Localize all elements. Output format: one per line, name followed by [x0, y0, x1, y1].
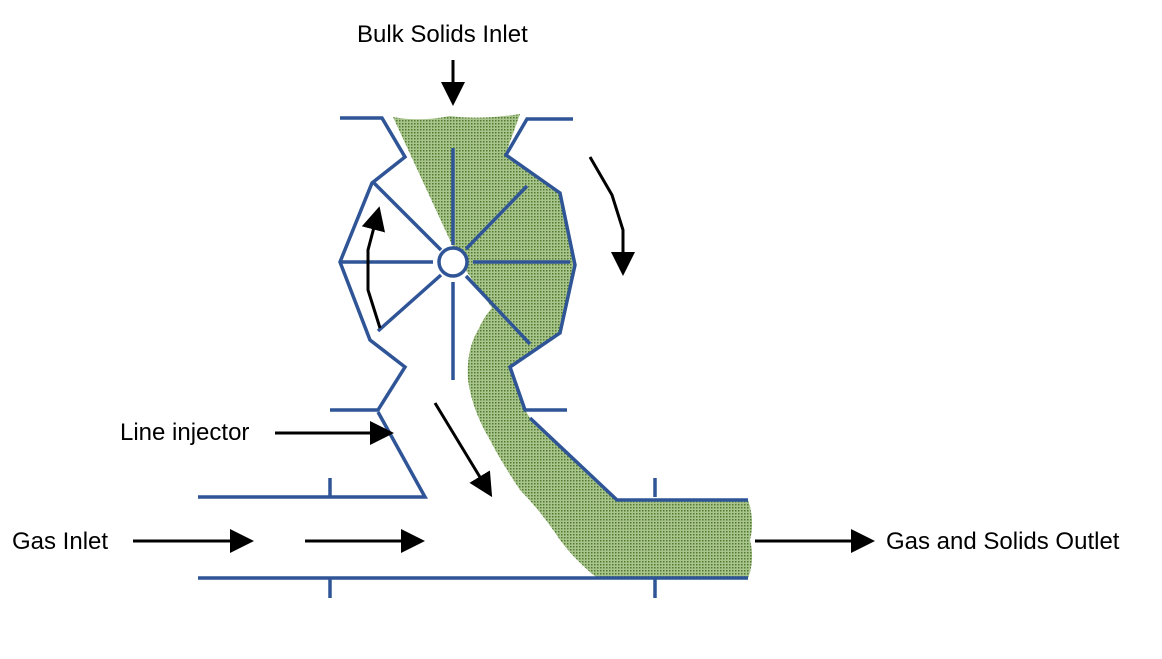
vane	[464, 184, 529, 251]
gas-flow-arrow-diagonal	[433, 402, 493, 498]
rotor	[340, 148, 570, 380]
bulk-solids-inlet-label: Bulk Solids Inlet	[357, 21, 528, 48]
flow-arrows	[133, 60, 875, 553]
bulk-solids-fill	[393, 114, 753, 578]
rotor-hub	[437, 246, 469, 278]
vane	[376, 273, 443, 333]
vane	[464, 274, 532, 346]
outlet-label: Gas and Solids Outlet	[886, 528, 1120, 555]
rotation-arrow-right	[588, 156, 635, 276]
gas-inlet-label: Gas Inlet	[12, 528, 109, 555]
rotation-arrow-left	[361, 206, 386, 329]
line-injector-label: Line injector	[120, 419, 250, 446]
vane	[372, 181, 443, 252]
